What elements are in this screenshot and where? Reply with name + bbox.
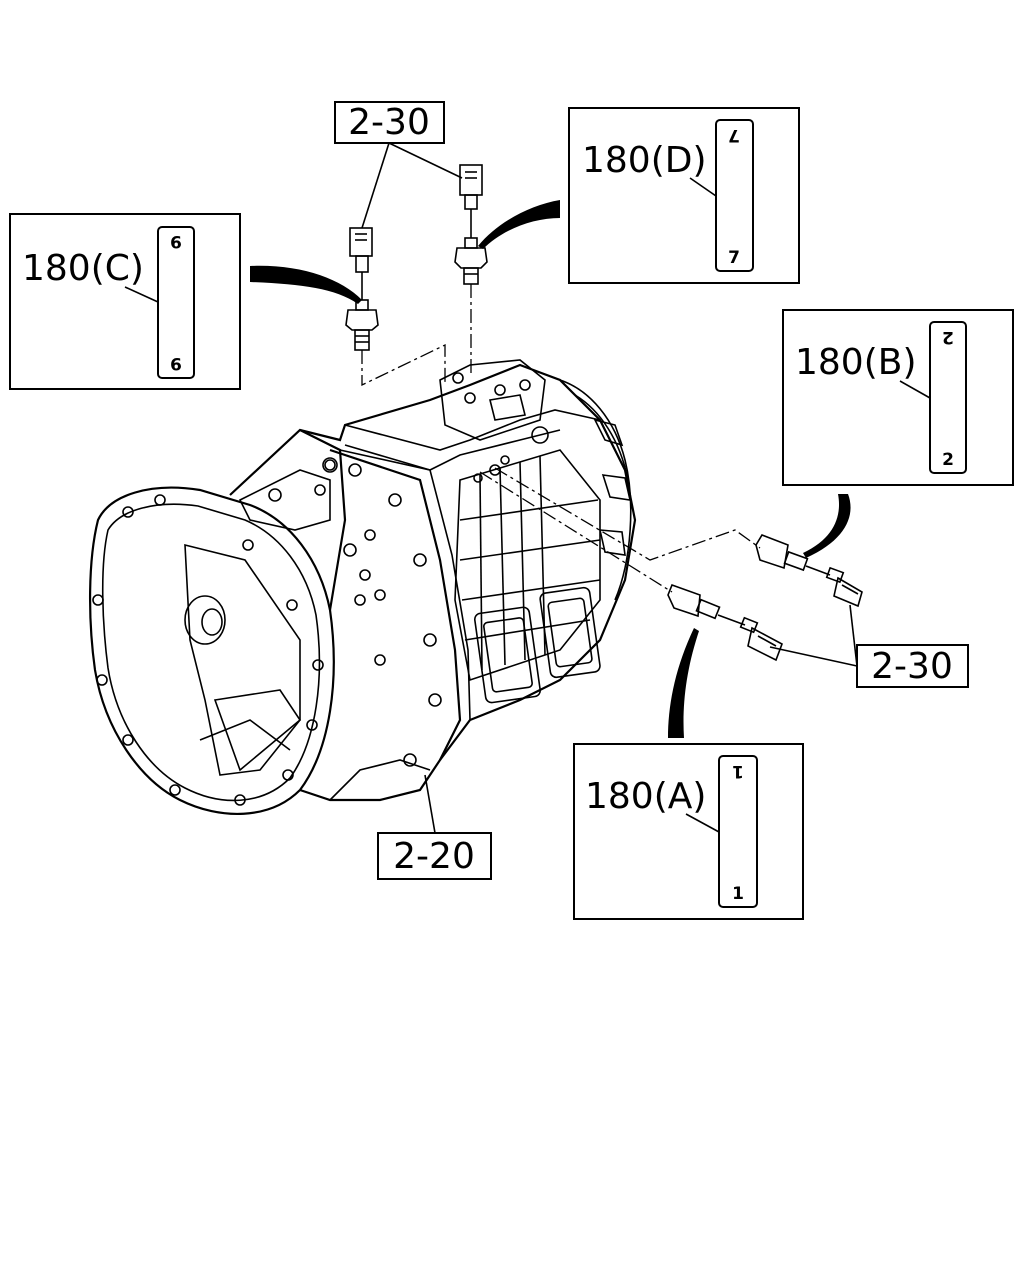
leader-lines xyxy=(361,142,858,834)
transmission-housing xyxy=(88,359,637,815)
callout-2-30-right-text: 2-30 xyxy=(871,646,953,687)
pressure-switch-a xyxy=(667,583,783,662)
center-lines xyxy=(361,284,761,593)
detail-box-180c[interactable]: 180(C) 9 9 xyxy=(9,213,241,390)
tag-180a-bottom: 1 xyxy=(732,884,744,904)
tag-180a-top: 1 xyxy=(732,761,744,781)
detail-box-180d[interactable]: 180(D) 7 7 xyxy=(568,107,800,284)
detail-label-180a: 180(A) xyxy=(585,776,706,817)
callout-2-30-right[interactable]: 2-30 xyxy=(856,644,969,688)
tag-180b-bottom: 2 xyxy=(942,450,954,470)
tag-180d-top: 7 xyxy=(728,125,740,145)
detail-box-180b[interactable]: 180(B) 2 2 xyxy=(782,309,1014,486)
pressure-switch-c xyxy=(345,227,379,351)
tag-180b-top: 2 xyxy=(942,327,954,347)
detail-pointers xyxy=(250,200,851,738)
tag-180c-bottom: 9 xyxy=(170,353,182,373)
detail-box-180a[interactable]: 180(A) 1 1 xyxy=(573,743,804,920)
tag-180c-top: 9 xyxy=(170,231,182,251)
callout-2-20[interactable]: 2-20 xyxy=(377,832,492,880)
detail-label-180b: 180(B) xyxy=(795,342,917,383)
callout-2-30-top-text: 2-30 xyxy=(348,102,430,143)
pressure-switch-b xyxy=(755,534,863,608)
detail-label-180c: 180(C) xyxy=(22,248,144,289)
detail-label-180d: 180(D) xyxy=(582,140,707,181)
pressure-switch-d xyxy=(454,164,488,285)
callout-2-20-text: 2-20 xyxy=(393,836,475,877)
tag-180d-bottom: 7 xyxy=(728,248,740,268)
callout-2-30-top[interactable]: 2-30 xyxy=(334,101,445,144)
